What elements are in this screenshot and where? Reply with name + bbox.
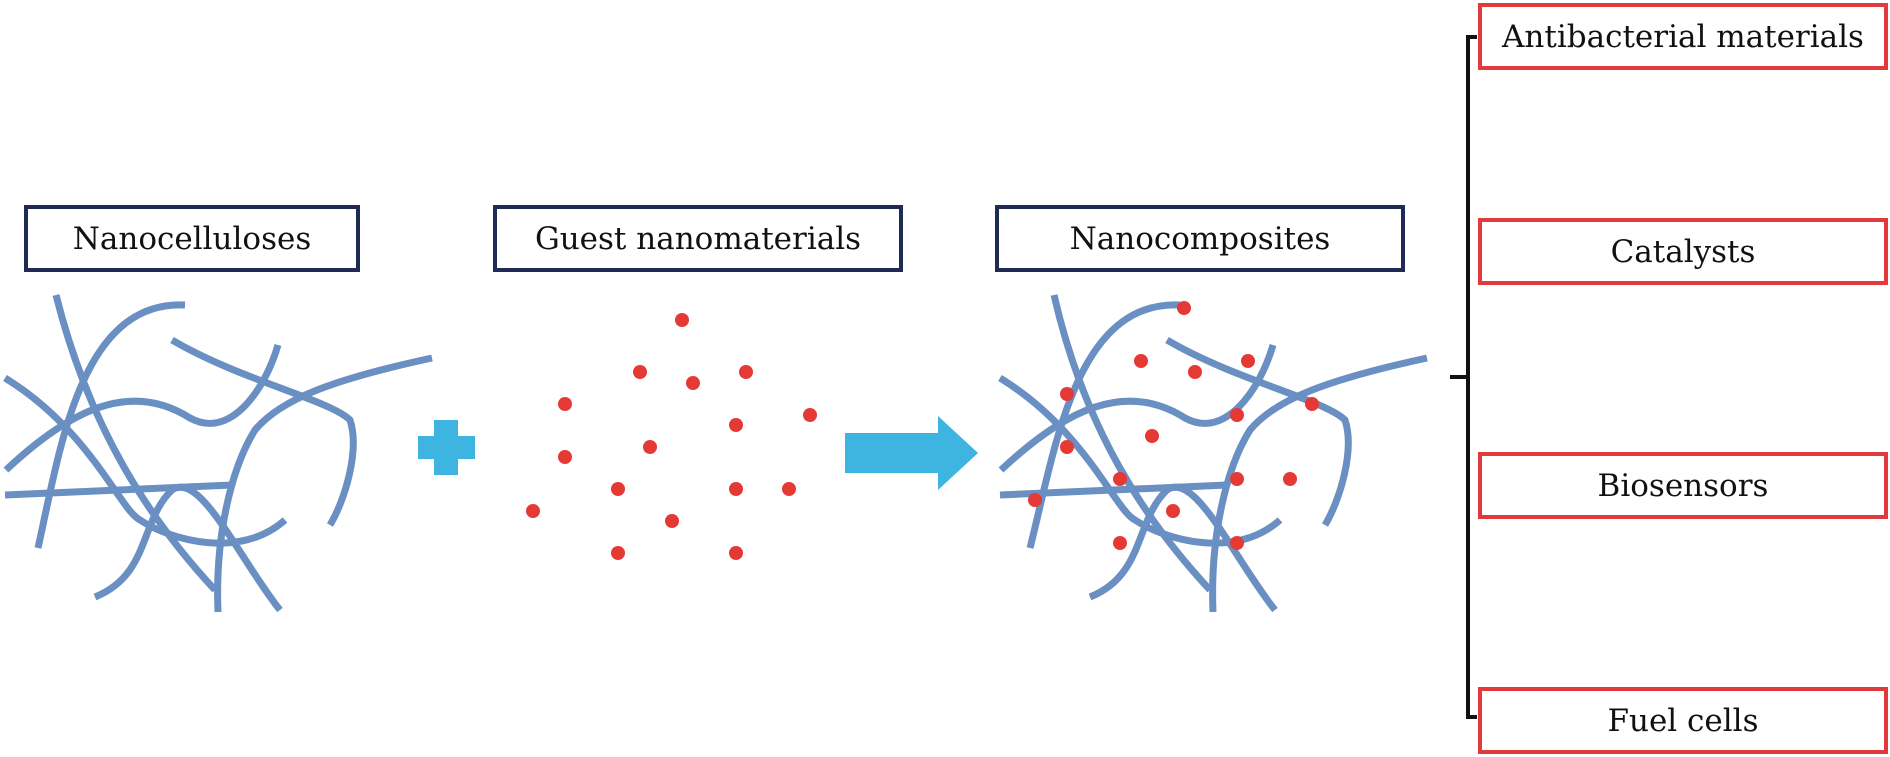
- application-antibacterial-materials: Antibacterial materials: [1478, 3, 1888, 70]
- fiber: [34, 301, 186, 549]
- nanocelluloses-label: Nanocelluloses: [24, 205, 360, 272]
- particle: [686, 376, 700, 390]
- particle: [1230, 536, 1244, 550]
- particle: [1305, 397, 1319, 411]
- particle: [665, 514, 679, 528]
- particle: [1060, 387, 1074, 401]
- guest-nanomaterials-label: Guest nanomaterials: [493, 205, 903, 272]
- particle: [739, 365, 753, 379]
- fiber: [999, 481, 1228, 499]
- particle: [729, 482, 743, 496]
- particle: [1113, 536, 1127, 550]
- particle: [1166, 504, 1180, 518]
- particle: [1230, 408, 1244, 422]
- application-catalysts: Catalysts: [1478, 218, 1888, 285]
- application-label: Catalysts: [1610, 233, 1756, 270]
- fiber: [998, 344, 1277, 473]
- fiber: [1165, 336, 1352, 527]
- particle: [675, 313, 689, 327]
- nanocellulose-fibers: [3, 294, 433, 613]
- particle: [1177, 301, 1191, 315]
- particle: [558, 397, 572, 411]
- application-biosensors: Biosensors: [1478, 452, 1888, 519]
- particle: [1283, 472, 1297, 486]
- guest-nanoparticles: [526, 313, 817, 560]
- nanocomposite-fibers: [998, 294, 1428, 613]
- guest-nanomaterials-label-text: Guest nanomaterials: [534, 220, 862, 257]
- fiber: [3, 344, 282, 473]
- fiber: [1088, 483, 1278, 613]
- fiber: [1209, 354, 1428, 613]
- nanocelluloses-label-text: Nanocelluloses: [72, 220, 312, 257]
- particle: [1230, 472, 1244, 486]
- fiber: [1026, 301, 1181, 549]
- application-label: Fuel cells: [1607, 702, 1759, 739]
- particle: [803, 408, 817, 422]
- application-fuel-cells: Fuel cells: [1478, 687, 1888, 754]
- particle: [1145, 429, 1159, 443]
- particle: [526, 504, 540, 518]
- particle: [1241, 354, 1255, 368]
- particle: [729, 546, 743, 560]
- particle: [633, 365, 647, 379]
- plus-icon: [418, 420, 475, 475]
- particle: [643, 440, 657, 454]
- particle: [1134, 354, 1148, 368]
- fiber: [1050, 294, 1213, 593]
- particle: [1113, 472, 1127, 486]
- nanocomposites-label-text: Nanocomposites: [1069, 220, 1331, 257]
- particle: [1188, 365, 1202, 379]
- particle: [611, 482, 625, 496]
- particle: [729, 418, 743, 432]
- right-arrow-icon: [845, 416, 978, 490]
- particle: [782, 482, 796, 496]
- fiber: [93, 483, 283, 613]
- particle: [1028, 493, 1042, 507]
- fiber: [4, 481, 233, 499]
- fiber: [170, 336, 357, 527]
- fiber: [214, 354, 433, 613]
- nanocomposites-label: Nanocomposites: [995, 205, 1405, 272]
- particle: [558, 450, 572, 464]
- application-bracket: [1450, 35, 1477, 719]
- nanocomposite-particles: [1028, 301, 1319, 550]
- fiber: [52, 294, 218, 593]
- application-label: Antibacterial materials: [1502, 18, 1864, 55]
- application-label: Biosensors: [1597, 467, 1769, 504]
- particle: [1060, 440, 1074, 454]
- particle: [611, 546, 625, 560]
